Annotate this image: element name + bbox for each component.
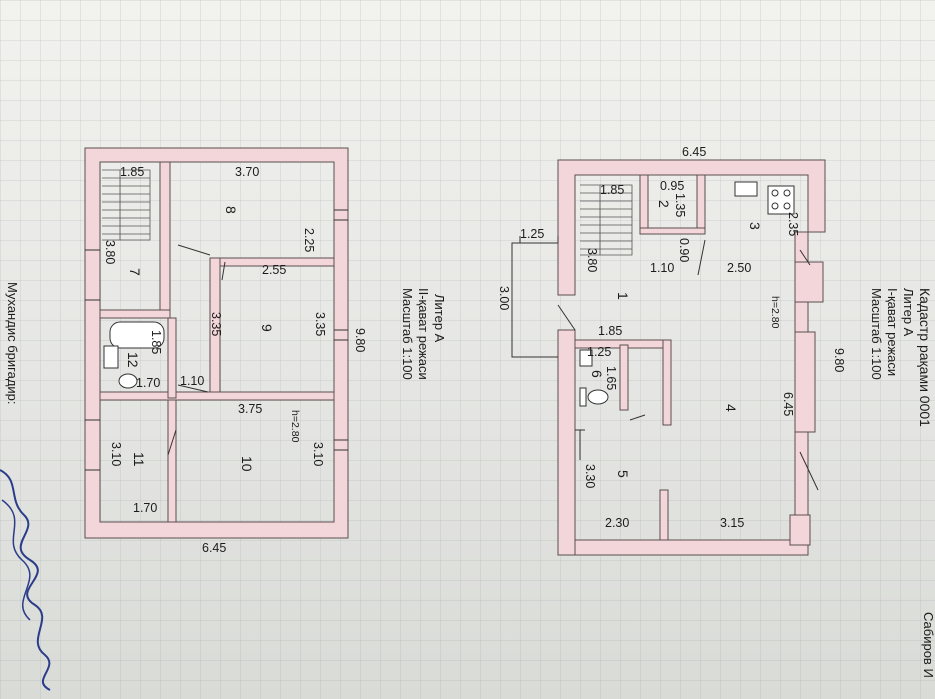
f1-room-3: 3 (747, 222, 763, 230)
floor1-plan: 6.45 9.80 1.25 3.00 1.85 3.80 0.95 1.35 … (497, 145, 846, 556)
f1-title-3: I-қават режаси (885, 288, 900, 376)
f1-dim-5: 1.85 (600, 183, 624, 197)
f1-dim-13: 1.85 (598, 324, 622, 338)
f1-room-5: 5 (615, 470, 631, 478)
f2-dim-6: 3.35 (209, 312, 223, 336)
f1-room-4: 4 (723, 404, 739, 412)
f1-dim-2: 9.80 (832, 348, 846, 372)
footer-surname: Сабиров И (921, 612, 935, 678)
f1-dim-12: 2.50 (727, 261, 751, 275)
floor1-title: Кадастр рақами 0001 Литер А I-қават режа… (869, 288, 933, 427)
f2-dim-9: 1.70 (136, 376, 160, 390)
f2-dim-13: 3.10 (109, 442, 123, 466)
f2-dim-8: 1.85 (149, 330, 163, 354)
f1-dim-4: 3.00 (497, 286, 511, 310)
floor2-title: Литер А II-қават режаси Масштаб 1:100 (400, 288, 447, 380)
f2-dim-10: 1.10 (180, 374, 204, 388)
f2-dim-11: 3.75 (238, 402, 262, 416)
f2-dim-5: 2.55 (262, 263, 286, 277)
f1-dim-9: 2.35 (786, 212, 800, 236)
f1-room-2: 2 (656, 200, 672, 208)
f1-dim-14: 1.25 (587, 345, 611, 359)
f1-dim-17: 3.30 (583, 464, 597, 488)
f2-room-7: 7 (127, 268, 143, 276)
f2-dim-4: 3.80 (103, 240, 117, 264)
f1-dim-11: 1.10 (650, 261, 674, 275)
f2-dim-3: 2.25 (302, 228, 316, 252)
f2-dim-2: 3.70 (235, 165, 259, 179)
signature-scribble (0, 469, 51, 691)
f2-room-8: 8 (223, 206, 239, 214)
f2-dim-15: 9.80 (353, 328, 367, 352)
f1-title-4: Масштаб 1:100 (869, 288, 884, 380)
f1-dim-6: 3.80 (585, 248, 599, 272)
f1-height: h=2.80 (769, 296, 781, 329)
f1-dim-16: 6.45 (781, 392, 795, 416)
f1-room-6: 6 (589, 370, 605, 378)
footer-brigade: Мухандис бригадир: (5, 282, 20, 405)
f1-dim-18: 2.30 (605, 516, 629, 530)
f2-dim-12: 3.10 (311, 442, 325, 466)
f2-dim-1: 1.85 (120, 165, 144, 179)
f2-room-10: 10 (239, 456, 255, 472)
f1-dim-19: 3.15 (720, 516, 744, 530)
f1-dim-1: 6.45 (682, 145, 706, 159)
f1-dim-7: 0.95 (660, 179, 684, 193)
f1-dim-10: 0.90 (677, 238, 691, 262)
f1-room-1: 1 (615, 292, 631, 300)
f1-title-1: Кадастр рақами 0001 (917, 288, 933, 427)
f2-dim-7: 3.35 (313, 312, 327, 336)
signature-scribble-2 (1, 499, 31, 621)
f1-dim-8: 1.35 (673, 193, 687, 217)
f2-room-11: 11 (131, 452, 147, 467)
floor2-plan: 1.85 3.70 2.25 3.80 2.55 3.35 3.35 1.85 … (84, 147, 367, 555)
f2-title-2: II-қават режаси (416, 288, 431, 380)
f2-title-3: Масштаб 1:100 (400, 288, 415, 380)
f2-title-1: Литер А (432, 294, 447, 343)
f2-room-9: 9 (259, 324, 275, 332)
f1-title-2: Литер А (901, 288, 916, 337)
f1-dim-15: 1.65 (604, 366, 618, 390)
f2-dim-16: 6.45 (202, 541, 226, 555)
f1-dim-3: 1.25 (520, 227, 544, 241)
f2-room-12: 12 (125, 352, 141, 368)
f2-dim-14: 1.70 (133, 501, 157, 515)
f2-height: h=2.80 (289, 410, 301, 443)
